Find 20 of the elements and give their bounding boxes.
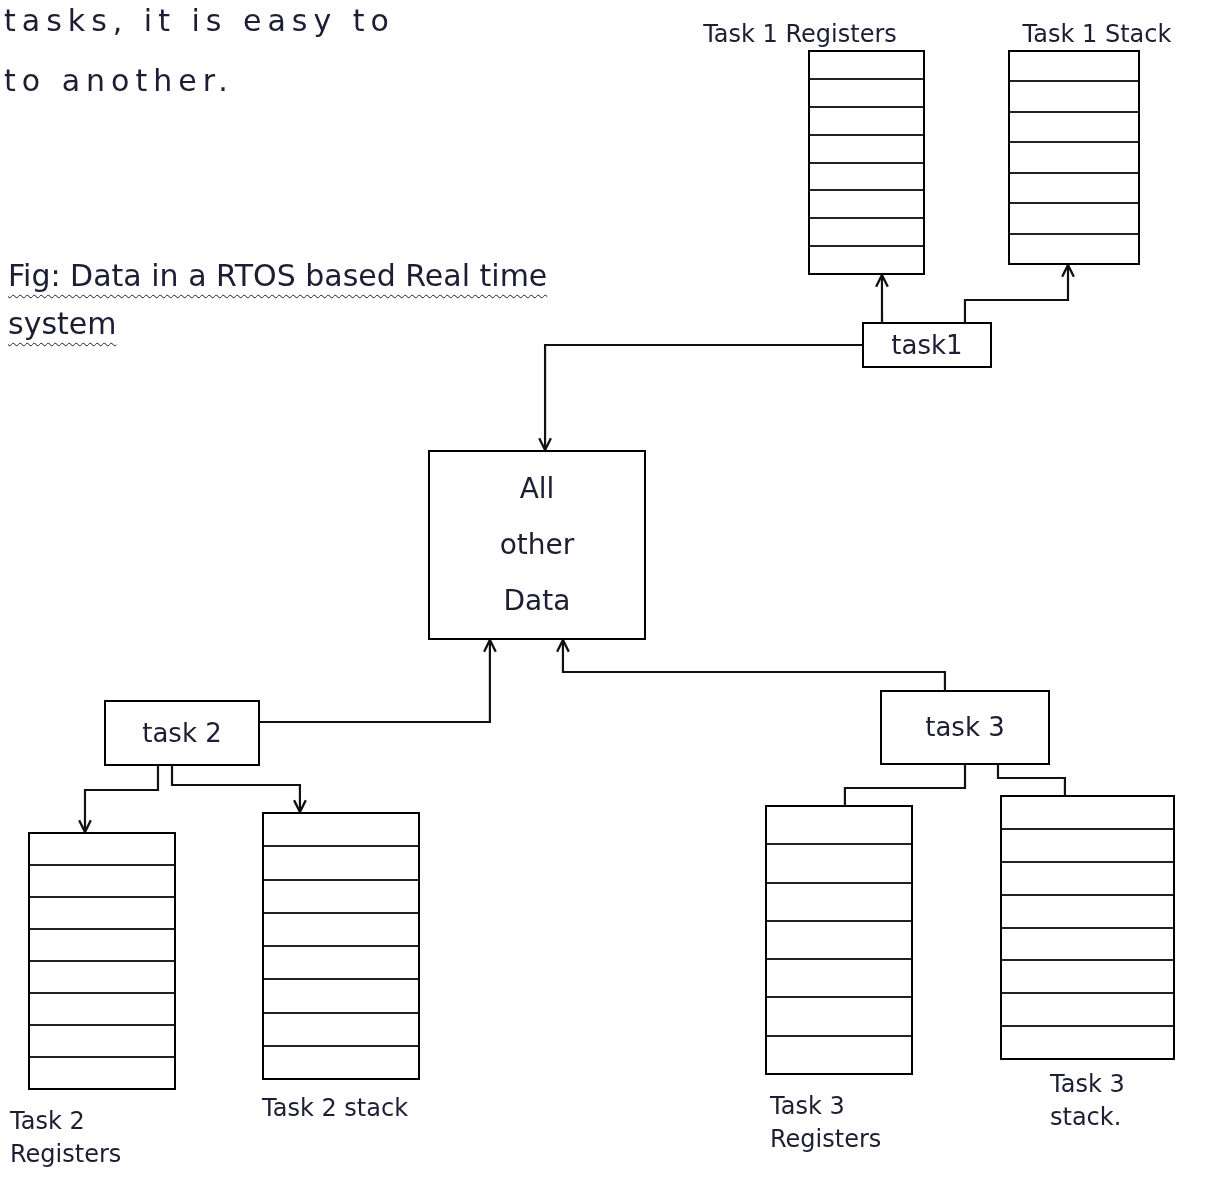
stack-label: Task 1 Registers [702, 19, 898, 50]
stack-label: Task 3 stack. [1050, 1069, 1126, 1133]
stack-label: Task 2 stack [262, 1093, 410, 1124]
task-box: task1 [862, 322, 992, 368]
stack-label: Task 3 Registers [770, 1091, 883, 1155]
connector-arrow [538, 343, 862, 452]
note-text: to another. [4, 62, 235, 100]
task-box: task 3 [880, 690, 1050, 765]
stack-label: Task 1 Stack [1021, 19, 1173, 50]
note-text: tasks, it is easy to [4, 2, 396, 40]
connector-arrow [555, 638, 947, 690]
figure-caption: Fig: Data in a RTOS based Real time system [8, 257, 549, 343]
connector-arrow [260, 638, 497, 724]
connector-arrow [874, 273, 889, 322]
stack-label: Task 2 Registers [10, 1106, 123, 1170]
data-box: All other Data [428, 450, 646, 640]
connector-arrow [78, 766, 160, 834]
task-box: task 2 [104, 700, 260, 766]
connector-arrow [170, 766, 307, 814]
connector-arrow [963, 263, 1075, 322]
